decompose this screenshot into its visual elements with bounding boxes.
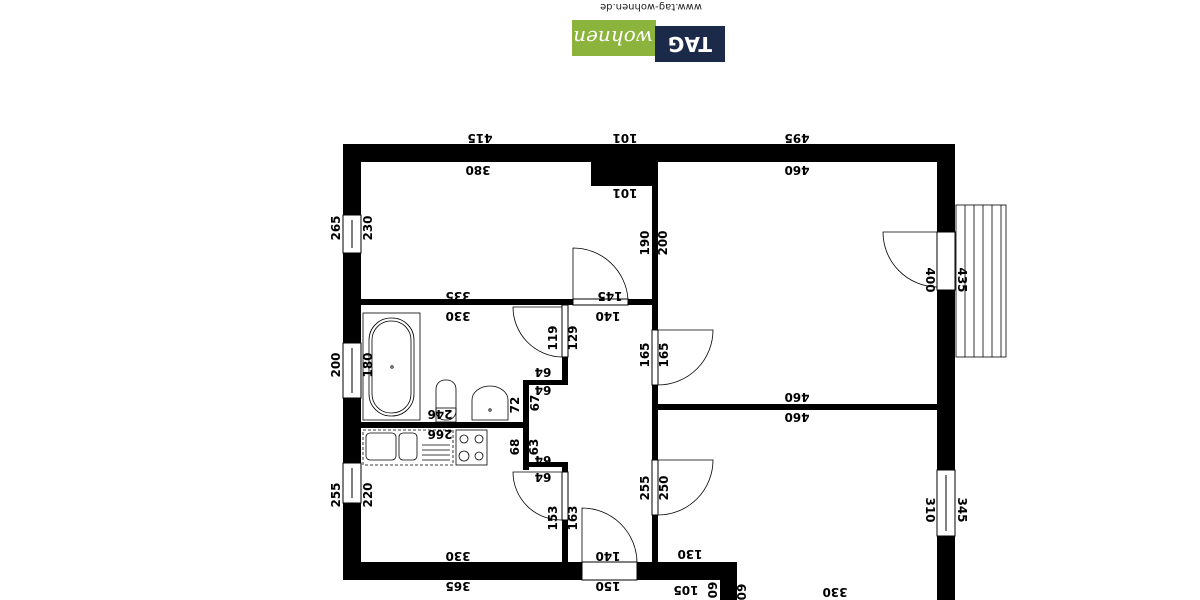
- logo-wohnen: wohnen: [573, 26, 653, 50]
- door-opening: [561, 471, 569, 521]
- dimension-label: 190: [638, 230, 652, 255]
- chimney: [591, 162, 655, 186]
- dimension-label: 330: [445, 309, 470, 323]
- dimension-label: 129: [566, 325, 580, 350]
- dimension-label: 101: [612, 131, 637, 145]
- dimension-label: 265: [329, 215, 343, 240]
- door-opening: [651, 459, 659, 516]
- dimension-label: 64: [535, 383, 552, 397]
- dimension-label: 365: [445, 579, 470, 593]
- dimension-label: 101: [612, 186, 637, 200]
- stove: [455, 429, 488, 466]
- dimension-label: 220: [361, 482, 375, 507]
- bathtub: [362, 312, 421, 421]
- dimension-label: 435: [955, 267, 969, 292]
- dimension-label: 310: [923, 497, 937, 522]
- dimension-label: 345: [955, 497, 969, 522]
- dimension-label: 380: [465, 163, 490, 177]
- openings: [342, 214, 956, 581]
- logo-navy-block: [655, 26, 725, 62]
- dimension-label: 460: [784, 163, 809, 177]
- dimension-label: 64: [535, 453, 552, 467]
- dimension-label: 460: [784, 390, 809, 404]
- logo-url: www.tag-wohnen.de: [600, 1, 702, 12]
- dimension-labels: 415 101 495 380 101 460 265 230 190 200 400 435 335 1…: [329, 131, 969, 600]
- dimension-label: 68: [508, 439, 522, 456]
- balcony: [955, 204, 1007, 358]
- dimension-label: 119: [546, 325, 560, 350]
- dimension-label: 63: [527, 439, 541, 456]
- dimension-label: 09: [706, 582, 720, 599]
- dimension-label: 72: [508, 397, 522, 414]
- dimension-label: 140: [595, 309, 620, 323]
- dimension-label: 255: [638, 475, 652, 500]
- dimension-label: 266: [427, 427, 452, 441]
- logo-green-block: [572, 20, 656, 56]
- logo: www.tag-wohnen.de wohnen TAG: [572, 1, 725, 62]
- dimension-label: 460: [784, 410, 809, 424]
- door-opening: [651, 329, 659, 386]
- dimension-label: 400: [923, 267, 937, 292]
- toilet: [435, 379, 457, 421]
- dimension-label: 163: [566, 505, 580, 530]
- kitchen-sink: [362, 429, 454, 466]
- dimension-label: 495: [784, 131, 809, 145]
- dimension-label: 67: [528, 395, 542, 412]
- entrance-door-opening: [581, 561, 638, 581]
- dimension-label: 335: [445, 289, 470, 303]
- dimension-label: 64: [535, 365, 552, 379]
- dimension-label: 64: [535, 470, 552, 484]
- door-opening: [561, 304, 569, 358]
- washbasin: [471, 385, 509, 421]
- dimension-label: 145: [597, 289, 622, 303]
- dimension-label: 246: [427, 407, 452, 421]
- dimension-label: 330: [445, 549, 470, 563]
- logo-tag: TAG: [668, 32, 712, 56]
- balcony-door-opening: [936, 231, 956, 291]
- door-swings: [512, 231, 938, 563]
- dimension-label: 180: [361, 352, 375, 377]
- dimension-label: 330: [822, 585, 847, 599]
- dimension-label: 165: [657, 342, 671, 367]
- door-opening: [572, 298, 629, 306]
- fixtures: [362, 312, 509, 466]
- dimension-label: 255: [329, 482, 343, 507]
- dimension-label: 200: [656, 230, 670, 255]
- dimension-label: 165: [638, 342, 652, 367]
- dimension-label: 230: [361, 215, 375, 240]
- dimension-label: 200: [329, 352, 343, 377]
- dimension-label: 105: [673, 583, 698, 597]
- dimension-label: 250: [657, 475, 671, 500]
- dimension-label: 150: [595, 579, 620, 593]
- dimension-label: 140: [595, 549, 620, 563]
- dimension-label: 130: [677, 547, 702, 561]
- dimension-label: 153: [546, 505, 560, 530]
- dimension-label: 415: [467, 131, 492, 145]
- walls: [343, 144, 955, 600]
- dimension-label: 09: [735, 584, 749, 600]
